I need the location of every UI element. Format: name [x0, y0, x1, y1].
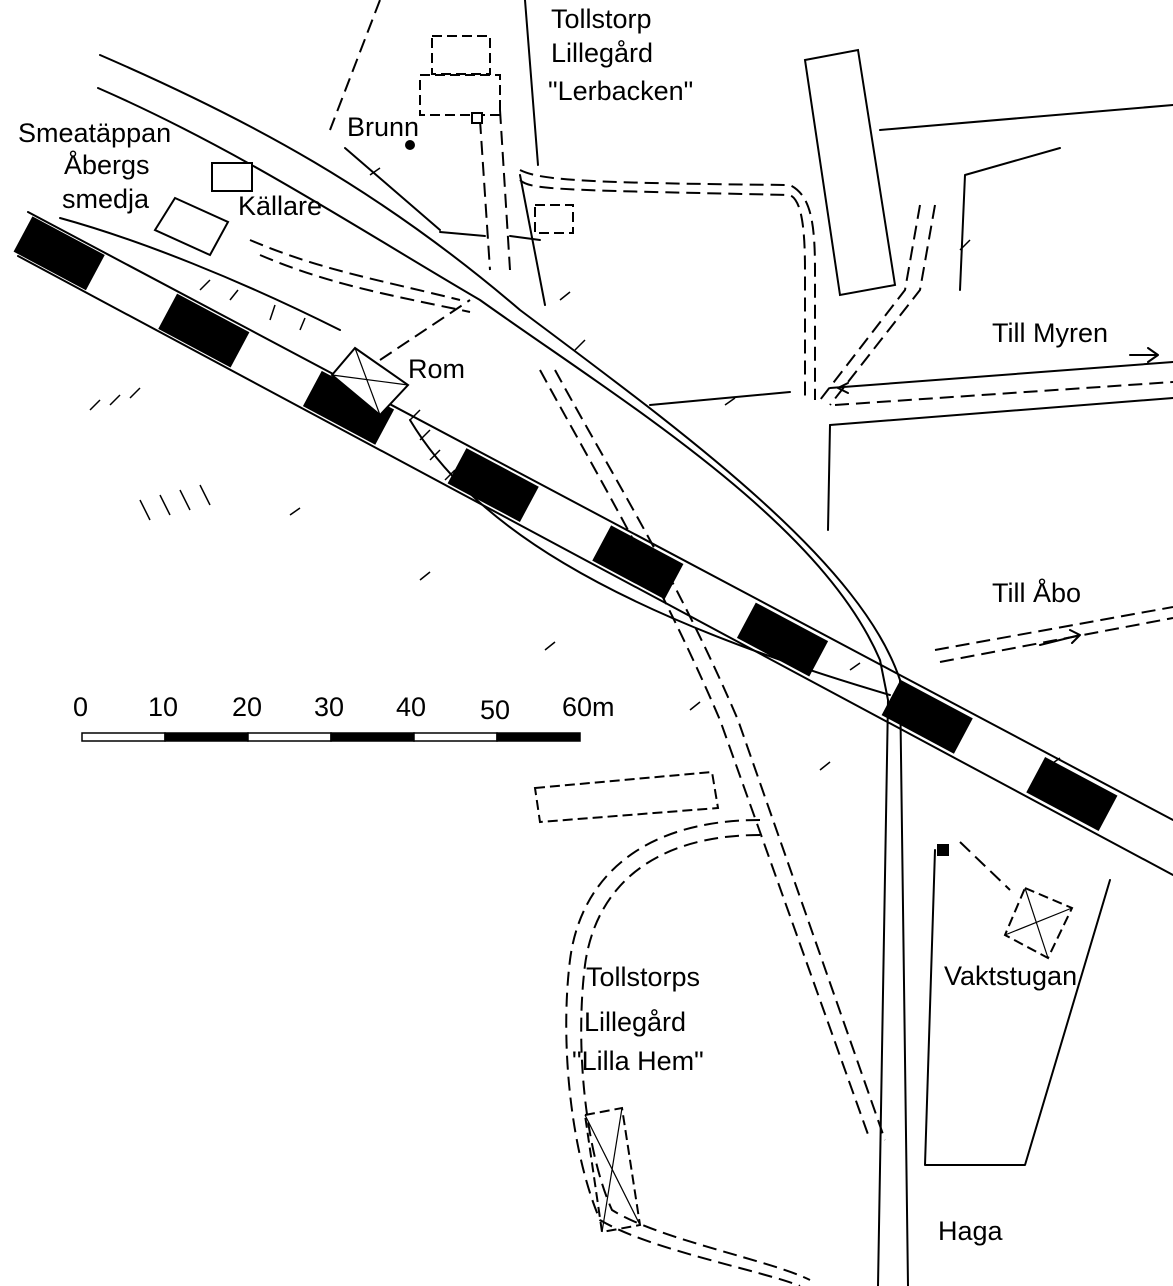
scale-segment-0: [81, 732, 166, 742]
path-rom: [379, 299, 471, 361]
building-lerbacken-2: [419, 74, 501, 116]
label-vaktstugan: Vaktstugan: [944, 961, 1078, 991]
scale-label-20: 20: [232, 692, 263, 722]
scale-segment-1: [164, 732, 249, 742]
slope-hatching: [89, 167, 1061, 771]
scale-bar: [81, 732, 581, 742]
label-lillegard-south: Lillegård: [584, 1007, 687, 1037]
hatch-mark-13: [109, 394, 121, 406]
building-long-barn: [803, 48, 897, 297]
label-tollstorp: Tollstorp: [551, 4, 652, 34]
railway-block-0: [13, 216, 105, 291]
road-to-abo: [934, 606, 1173, 663]
scale-segment-4: [413, 732, 498, 742]
embankment-line: [59, 217, 341, 331]
scale-segment-3: [330, 732, 415, 742]
scale-label-60m: 60m: [562, 692, 615, 722]
paths-lerbacken: [329, 0, 936, 406]
railway-block-6: [881, 679, 973, 754]
label-lilla-hem: "Lilla Hem": [572, 1046, 704, 1076]
railway-block-2: [302, 370, 395, 445]
hatch-mark-10: [179, 489, 191, 511]
label-till-myren: Till Myren: [992, 318, 1109, 348]
hatch-mark-5: [419, 429, 431, 441]
path-kallare-2: [259, 254, 471, 313]
label-lerbacken: "Lerbacken": [548, 76, 694, 106]
hatch-mark-14: [129, 387, 141, 399]
label-kallare: Källare: [238, 191, 323, 221]
label-abergs: Åbergs: [64, 150, 150, 180]
hatch-mark-11: [199, 484, 211, 506]
scale-label-30: 30: [314, 692, 345, 722]
path-diagonal-2: [554, 369, 886, 1141]
building-small-black: [937, 844, 949, 856]
building-lerbacken-3: [471, 112, 483, 124]
hatch-mark-26: [1049, 757, 1061, 766]
railway-blocks: [13, 216, 1118, 831]
label-lillegard-north: Lillegård: [551, 38, 654, 68]
building-small-east: [534, 204, 574, 234]
label-haga: Haga: [938, 1216, 1003, 1246]
path-lilla-hem-loop: [565, 819, 811, 1286]
hatch-mark-15: [289, 507, 301, 516]
railway-block-1: [158, 293, 250, 368]
label-smeatappan: Smeatäppan: [18, 118, 172, 148]
hatch-mark-4: [409, 409, 421, 421]
scale-label-50: 50: [480, 695, 511, 725]
railway-block-5: [736, 602, 829, 677]
label-smedja: smedja: [62, 184, 150, 214]
label-rom: Rom: [408, 354, 466, 384]
label-brunn: Brunn: [347, 112, 420, 142]
well-icon: [405, 140, 415, 150]
hatch-mark-21: [574, 339, 586, 351]
scale-label-10: 10: [148, 692, 179, 722]
vaktstugan-boundary: [924, 841, 1111, 1166]
scale-label-0: 0: [73, 692, 89, 722]
road-to-myren: [649, 347, 1173, 531]
railway-block-7: [1026, 757, 1118, 831]
road-edge-right: [409, 419, 891, 696]
scale-segment-5: [496, 732, 581, 742]
label-tollstorps: Tollstorps: [586, 962, 701, 992]
hatch-mark-8: [139, 499, 151, 521]
building-vaktstugan: [1003, 886, 1074, 960]
field-boundary-east: [959, 147, 1061, 291]
building-kallare: [211, 162, 253, 192]
railway-block-3: [447, 448, 539, 522]
hatch-mark-22: [724, 397, 736, 406]
hatch-mark-2: [269, 304, 276, 321]
hatch-mark-20: [959, 239, 971, 251]
building-south-long: [533, 770, 720, 824]
scale-segment-2: [247, 732, 332, 742]
hatch-mark-6: [429, 449, 441, 461]
hatch-mark-16: [419, 571, 431, 581]
hatch-mark-0: [199, 279, 211, 291]
railway-block-4: [592, 525, 684, 600]
field-boundary-ne: [879, 104, 1173, 131]
scale-label-40: 40: [396, 692, 427, 722]
building-lerbacken-1: [431, 35, 491, 75]
hatch-mark-17: [544, 641, 556, 651]
hatch-mark-1: [229, 289, 239, 301]
hatch-mark-24: [559, 291, 571, 301]
building-smedja: [153, 196, 230, 257]
hatch-mark-25: [849, 662, 861, 671]
path-diagonal: [539, 369, 871, 1141]
path-kallare: [249, 239, 461, 301]
hatch-mark-9: [159, 494, 171, 516]
hatch-mark-18: [689, 701, 701, 711]
railway: [13, 211, 1173, 876]
hatch-mark-3: [299, 317, 306, 331]
hatch-mark-12: [89, 399, 101, 411]
buildings: [153, 35, 1074, 1234]
hatch-mark-23: [369, 167, 381, 176]
label-till-abo: Till Åbo: [992, 578, 1082, 608]
hatch-mark-7: [444, 469, 456, 481]
main-road: [97, 54, 909, 1286]
hatch-mark-19: [819, 761, 831, 771]
